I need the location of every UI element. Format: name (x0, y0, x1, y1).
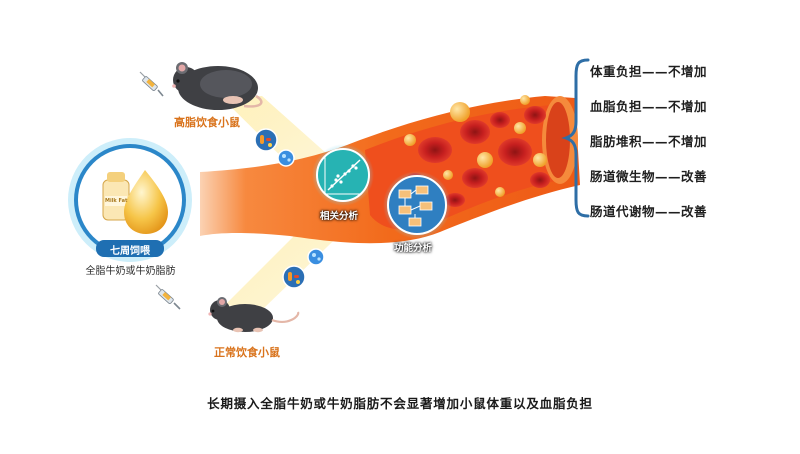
syringe-icon (155, 284, 181, 310)
effect-gut-microbiota: 肠道微生物——改善 (590, 169, 708, 184)
function-analysis-circle (383, 171, 451, 239)
correlation-analysis-circle (312, 144, 374, 206)
normal-mouse (208, 297, 300, 333)
normal-mouse-label: 正常饮食小鼠 (214, 346, 280, 359)
effect-blood-lipid: 血脂负担——不增加 (590, 99, 708, 114)
effect-gut-metabolites: 肠道代谢物——改善 (590, 204, 708, 219)
feeding-duration-badge: 七周饲喂 (110, 246, 150, 257)
effect-fat-accumulation: 脂肪堆积——不增加 (590, 134, 708, 149)
microbe-icons (254, 128, 325, 289)
syringe-icon (139, 71, 164, 97)
milk-fat-bottle-text: Milk Fat (105, 198, 128, 204)
effect-body-weight: 体重负担——不增加 (590, 64, 708, 79)
fat-globules (404, 95, 547, 197)
correlation-analysis-label: 相关分析 (320, 211, 359, 222)
diet-subtitle: 全脂牛奶或牛奶脂肪 (85, 266, 176, 277)
function-analysis-label: 功能分析 (394, 243, 433, 254)
bottom-caption: 长期摄入全脂牛奶或牛奶脂肪不会显著增加小鼠体重以及血脂负担 (207, 396, 593, 411)
high-fat-mouse-label: 高脂饮食小鼠 (174, 116, 240, 129)
effects-bracket (561, 58, 590, 218)
milk-fat-emblem (68, 138, 192, 262)
high-fat-mouse (172, 62, 263, 110)
